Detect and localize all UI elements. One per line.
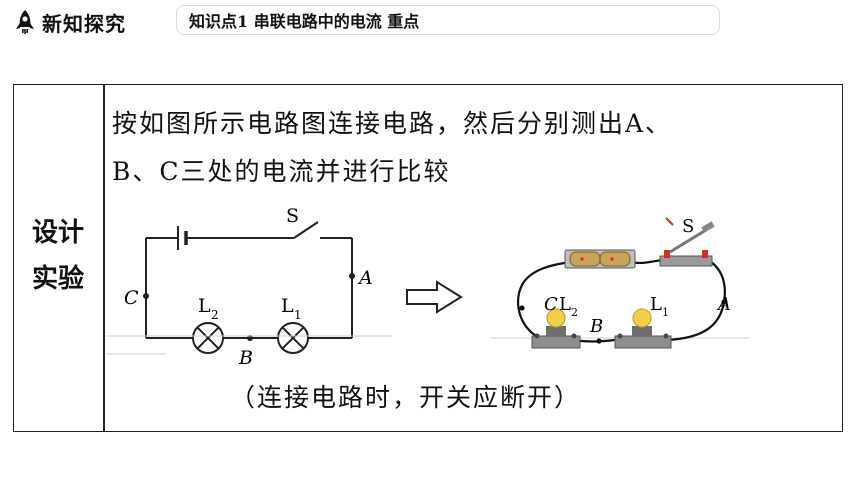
safety-note: （连接电路时，开关应断开） xyxy=(230,383,582,412)
point-c-label: C xyxy=(124,287,139,309)
knife-switch xyxy=(659,217,715,267)
row-label: 设计 实验 xyxy=(13,210,103,302)
lamp-l2-photo xyxy=(531,308,581,349)
point-b-label: B xyxy=(238,347,253,369)
circuit-photo: S B A C L 2 L 1 xyxy=(490,216,750,349)
experiment-description: 按如图所示电路图连接电路，然后分别测出A、 B、C三处的电流并进行比较 xyxy=(112,100,832,196)
description-line2: B、C三处的电流并进行比较 xyxy=(112,157,451,186)
photo-point-c-dot xyxy=(519,305,525,311)
photo-point-a-dot xyxy=(721,299,727,305)
header: 新知探究 xyxy=(14,6,126,38)
experiment-table xyxy=(13,84,843,432)
photo-point-c-label: C xyxy=(544,294,558,315)
battery-pack xyxy=(564,249,636,269)
circuit-diagram: S A C B L 2 L 1 xyxy=(106,205,392,369)
rocket-icon xyxy=(16,10,34,34)
photo-lamp-l2-label: L xyxy=(559,294,571,315)
topic-box: 知识点1 串联电路中的电流 重点 xyxy=(176,5,720,35)
photo-switch-label: S xyxy=(682,216,694,237)
photo-lamp-l1-label: L xyxy=(650,294,662,315)
row-label-line2: 实验 xyxy=(31,264,84,294)
lamp-l2-label: L xyxy=(198,295,211,317)
lamp-l1-symbol xyxy=(277,322,309,354)
point-c-dot xyxy=(143,293,149,299)
photo-point-b-dot xyxy=(596,338,602,344)
right-arrow-icon xyxy=(406,280,463,314)
photo-point-b-label: B xyxy=(589,316,603,337)
description-line1: 按如图所示电路图连接电路，然后分别测出A、 xyxy=(112,109,673,138)
switch-label: S xyxy=(286,205,299,227)
photo-lamp-l2-subscript: 2 xyxy=(571,306,578,319)
lamp-l1-subscript: 1 xyxy=(294,308,302,322)
section-title: 新知探究 xyxy=(42,11,126,36)
lamp-l1-label: L xyxy=(281,295,294,317)
row-label-line1: 设计 xyxy=(31,218,84,248)
photo-point-a-label: A xyxy=(716,294,731,315)
table-divider xyxy=(103,84,105,432)
point-a-dot xyxy=(349,273,355,279)
point-a-label: A xyxy=(357,267,373,289)
photo-lamp-l1-subscript: 1 xyxy=(662,306,669,319)
lamp-l1-photo xyxy=(614,308,672,349)
switch-blade xyxy=(293,221,319,239)
lamp-l2-symbol xyxy=(192,322,224,354)
topic-title: 知识点1 串联电路中的电流 重点 xyxy=(189,12,420,31)
lamp-l2-subscript: 2 xyxy=(211,308,219,322)
